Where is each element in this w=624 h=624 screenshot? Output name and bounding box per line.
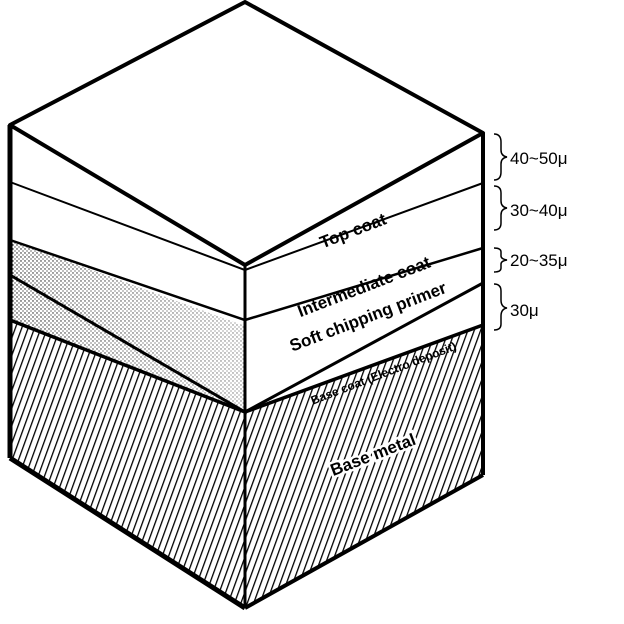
bracket-base-coat [493, 283, 508, 331]
boundary-base-metal [9, 318, 484, 414]
boundary-top-intermediate [9, 181, 484, 272]
layer-boundaries [9, 181, 484, 414]
boundary-intermediate-primer [9, 238, 484, 322]
top-face [8, 0, 485, 267]
thickness-intermediate-coat: 30~40μ [510, 201, 568, 220]
primer-stipple [10, 240, 245, 412]
bracket-top-coat [493, 133, 508, 181]
base-metal-right-face [245, 325, 483, 608]
thickness-base-coat: 30μ [510, 301, 539, 320]
thickness-brackets [493, 133, 508, 331]
bracket-intermediate-coat [493, 185, 508, 231]
bracket-soft-chipping-primer [493, 247, 508, 273]
thickness-top-coat: 40~50μ [510, 149, 568, 168]
base-metal-left-face [10, 320, 245, 608]
cube-outline [7, 125, 485, 611]
thickness-soft-chipping-primer: 20~35μ [510, 251, 568, 270]
